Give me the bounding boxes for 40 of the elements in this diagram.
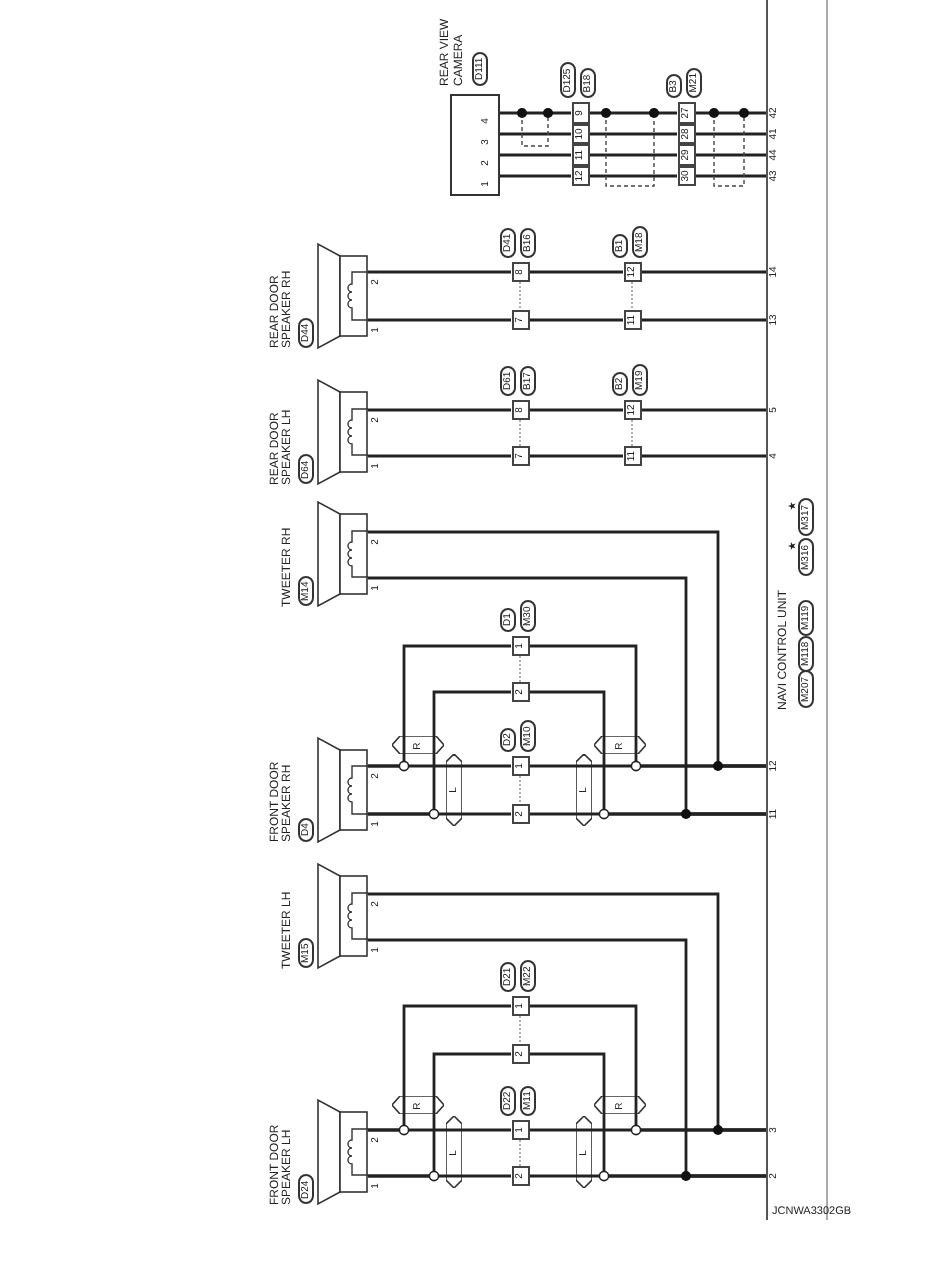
wire	[368, 318, 511, 322]
wire	[529, 408, 623, 412]
wire	[641, 408, 766, 412]
wire	[589, 174, 677, 178]
wire	[500, 111, 571, 115]
wire	[368, 530, 766, 768]
wire	[641, 454, 766, 458]
connector-link-line	[519, 281, 521, 311]
wire	[589, 111, 677, 115]
connector-link-line	[519, 419, 521, 447]
wire	[695, 174, 766, 178]
wire	[589, 153, 677, 157]
wire	[368, 690, 511, 816]
wire	[695, 132, 766, 136]
wire	[368, 576, 766, 816]
wire	[529, 270, 623, 274]
wire	[695, 153, 766, 157]
wire	[500, 174, 571, 178]
wire	[368, 892, 766, 1132]
connector-link-line	[519, 775, 521, 805]
wire	[641, 318, 766, 322]
wire	[368, 454, 511, 458]
wire	[368, 270, 511, 274]
wire	[695, 111, 766, 115]
wire	[368, 644, 511, 768]
connector-link-line	[519, 1015, 521, 1045]
wire	[500, 153, 571, 157]
wire	[368, 938, 766, 1178]
wire	[368, 1004, 511, 1132]
wire	[368, 1052, 511, 1178]
wire	[500, 132, 571, 136]
connector-link-line	[519, 1139, 521, 1167]
connector-link-line	[631, 419, 633, 447]
wire	[529, 318, 623, 322]
wire	[589, 132, 677, 136]
wire	[641, 270, 766, 274]
wire	[368, 408, 511, 412]
connector-link-line	[631, 281, 633, 311]
wire	[529, 454, 623, 458]
connector-link-line	[519, 655, 521, 683]
